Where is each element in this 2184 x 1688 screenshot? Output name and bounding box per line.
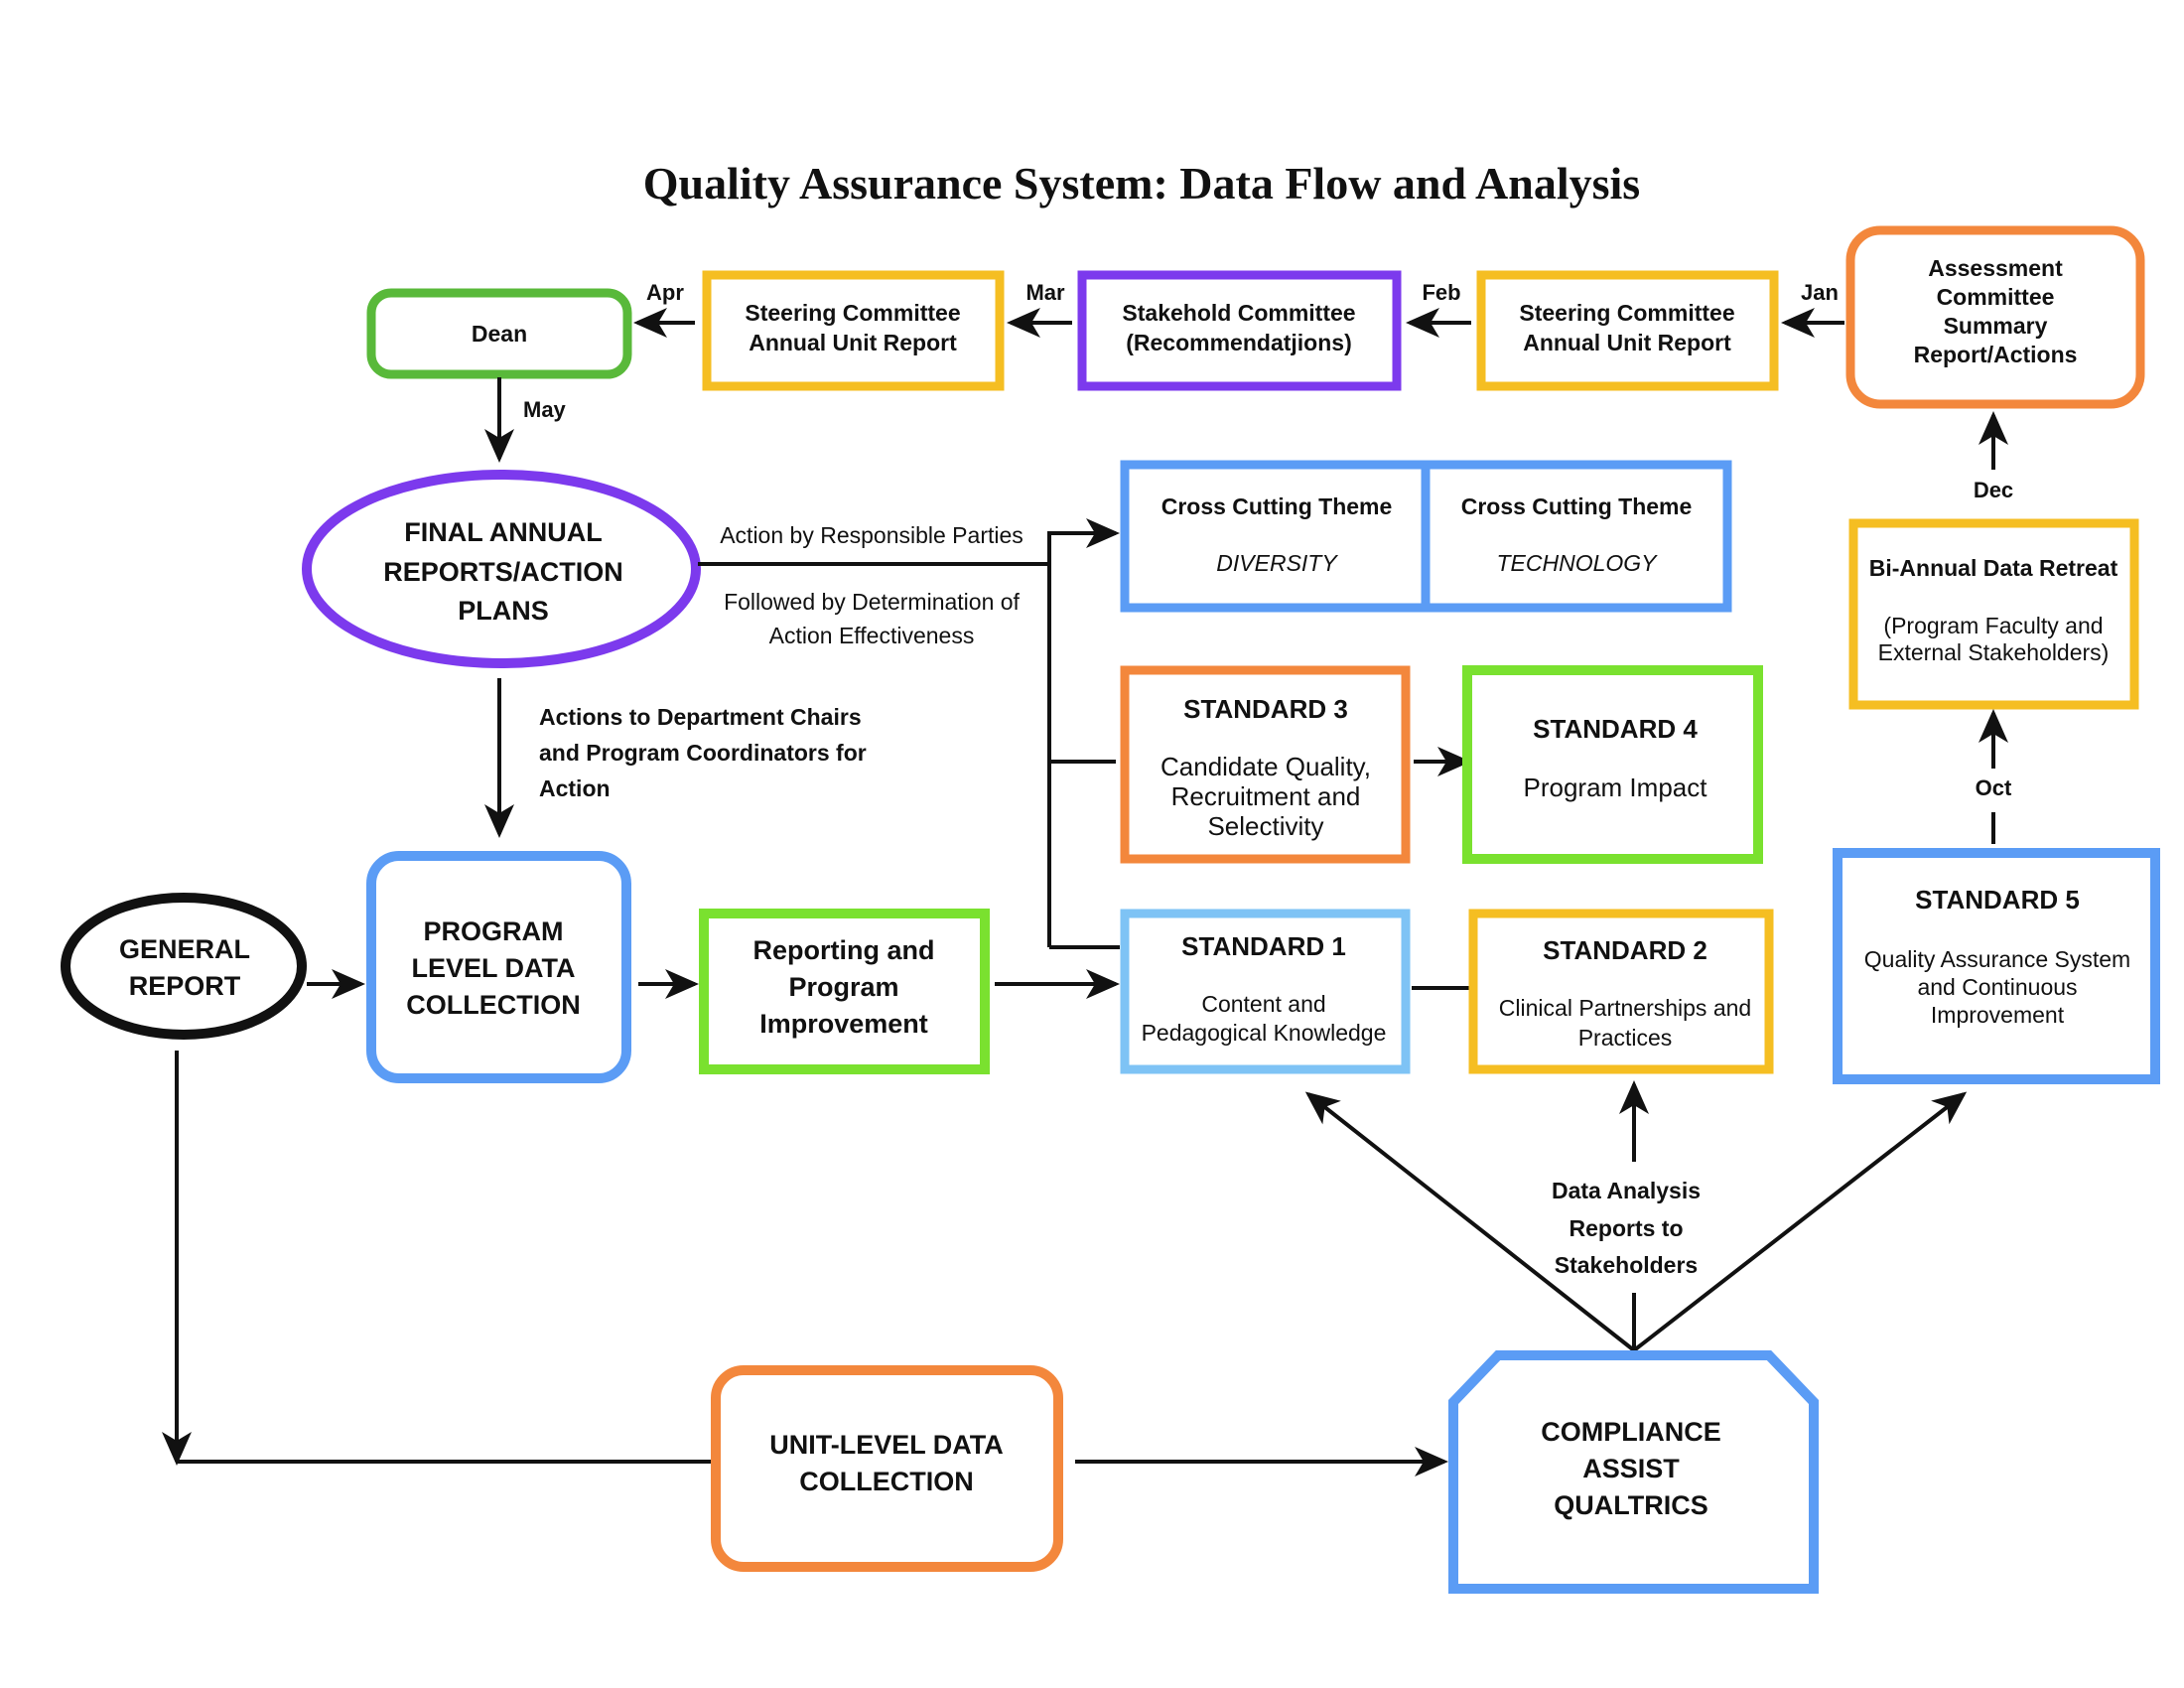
- cross-cutting-technology-heading: Cross Cutting Theme: [1461, 493, 1693, 519]
- month-mar: Mar: [1025, 280, 1065, 305]
- assessment-line2: Committee: [1937, 284, 2055, 310]
- standard-1-heading: STANDARD 1: [1181, 931, 1346, 961]
- standard-3-detail-1: Candidate Quality,: [1160, 752, 1371, 781]
- final-annual-line3: PLANS: [458, 596, 549, 626]
- month-oct: Oct: [1976, 775, 2012, 800]
- steering-committee-2-line1: Steering Committee: [1519, 300, 1734, 326]
- standard-5-box: [1833, 848, 2160, 1084]
- standard-2-detail-1: Clinical Partnerships and: [1499, 995, 1751, 1021]
- bi-annual-heading: Bi-Annual Data Retreat: [1869, 555, 2118, 581]
- data-analysis-line2: Reports to: [1570, 1215, 1684, 1241]
- program-level-line2: LEVEL DATA: [411, 953, 575, 983]
- standard-2-box: [1468, 909, 1774, 1074]
- followed-line2: Action Effectiveness: [769, 623, 975, 648]
- standard-1-detail-2: Pedagogical Knowledge: [1142, 1020, 1387, 1046]
- steering-committee-1-line2: Annual Unit Report: [749, 330, 957, 355]
- dean-label: Dean: [472, 321, 527, 347]
- arrow-to-standard1: [1304, 1091, 1636, 1352]
- standard-5-detail-1: Quality Assurance System: [1864, 946, 2130, 972]
- stakehold-committee-box: [1077, 270, 1402, 391]
- arrow-to-standard5: [1632, 1091, 1968, 1352]
- responsible-parties-label: Action by Responsible Parties: [720, 522, 1024, 548]
- diagram-title: Quality Assurance System: Data Flow and …: [643, 158, 1640, 209]
- program-level-data-box: [366, 851, 631, 1083]
- to-chairs-line2: and Program Coordinators for: [539, 740, 867, 766]
- to-chairs-line3: Action: [539, 775, 611, 801]
- month-apr: Apr: [646, 280, 684, 305]
- standard-3-detail-2: Recruitment and: [1171, 781, 1361, 811]
- general-report-line1: GENERAL: [119, 934, 250, 964]
- standard-2-heading: STANDARD 2: [1543, 935, 1707, 965]
- final-annual-reports-ellipse: [302, 470, 701, 668]
- standard-4-box: [1462, 665, 1763, 864]
- steering-committee-2-line2: Annual Unit Report: [1523, 330, 1731, 355]
- followed-line1: Followed by Determination of: [724, 589, 1020, 615]
- steering-committee-1-line1: Steering Committee: [745, 300, 960, 326]
- assessment-line1: Assessment: [1928, 255, 2063, 281]
- steering-committee-box-1: [702, 270, 1005, 391]
- assessment-line4: Report/Actions: [1914, 342, 2078, 367]
- standard-3-box: [1120, 665, 1411, 864]
- standard-1-detail-1: Content and: [1201, 991, 1325, 1017]
- reporting-line2: Program: [788, 972, 898, 1002]
- standard-3-detail-3: Selectivity: [1207, 811, 1323, 841]
- assessment-line3: Summary: [1944, 313, 2048, 339]
- to-chairs-line1: Actions to Department Chairs: [539, 704, 862, 730]
- general-report-ellipse: [61, 893, 307, 1040]
- dean-box: [366, 288, 632, 379]
- steering-committee-box-2: [1476, 270, 1779, 391]
- program-level-line1: PROGRAM: [424, 916, 564, 946]
- general-report-line2: REPORT: [129, 971, 241, 1001]
- unit-level-line2: COLLECTION: [799, 1467, 974, 1496]
- cross-cutting-diversity-theme: DIVERSITY: [1216, 550, 1338, 576]
- bi-annual-detail-1: (Program Faculty and: [1883, 613, 2103, 638]
- standard-5-detail-2: and Continuous: [1917, 974, 2077, 1000]
- reporting-line3: Improvement: [759, 1009, 928, 1039]
- unit-level-line1: UNIT-LEVEL DATA: [769, 1430, 1004, 1460]
- cross-cutting-technology-theme: TECHNOLOGY: [1496, 550, 1658, 576]
- month-jan: Jan: [1801, 280, 1839, 305]
- reporting-improvement-box: [699, 909, 990, 1074]
- compliance-line1: COMPLIANCE: [1541, 1417, 1721, 1447]
- program-level-line3: COLLECTION: [406, 990, 581, 1020]
- data-analysis-line1: Data Analysis: [1552, 1178, 1701, 1203]
- standard-5-heading: STANDARD 5: [1915, 885, 2080, 914]
- compliance-assist-box: [1448, 1350, 1819, 1594]
- standard-2-detail-2: Practices: [1578, 1025, 1673, 1051]
- standard-5-detail-3: Improvement: [1931, 1002, 2065, 1028]
- standard-4-detail-1: Program Impact: [1524, 773, 1708, 802]
- stakehold-committee-line2: (Recommendatjions): [1126, 330, 1351, 355]
- month-feb: Feb: [1422, 280, 1460, 305]
- month-dec: Dec: [1974, 478, 2013, 502]
- standard-3-heading: STANDARD 3: [1183, 694, 1348, 724]
- month-may: May: [523, 397, 567, 422]
- bi-annual-retreat-box: [1848, 518, 2139, 710]
- stakehold-committee-line1: Stakehold Committee: [1122, 300, 1355, 326]
- unit-level-data-box: [711, 1365, 1063, 1572]
- cross-cutting-diversity-heading: Cross Cutting Theme: [1161, 493, 1393, 519]
- final-annual-line2: REPORTS/ACTION: [383, 557, 623, 587]
- bi-annual-detail-2: External Stakeholders): [1878, 639, 2110, 665]
- compliance-line3: QUALTRICS: [1554, 1490, 1708, 1520]
- data-analysis-line3: Stakeholders: [1555, 1252, 1698, 1278]
- final-annual-line1: FINAL ANNUAL: [404, 517, 602, 547]
- standard-1-box: [1120, 909, 1411, 1074]
- assessment-committee-box: [1845, 225, 2145, 409]
- standard-4-heading: STANDARD 4: [1533, 714, 1698, 744]
- reporting-line1: Reporting and: [753, 935, 935, 965]
- compliance-line2: ASSIST: [1582, 1454, 1680, 1483]
